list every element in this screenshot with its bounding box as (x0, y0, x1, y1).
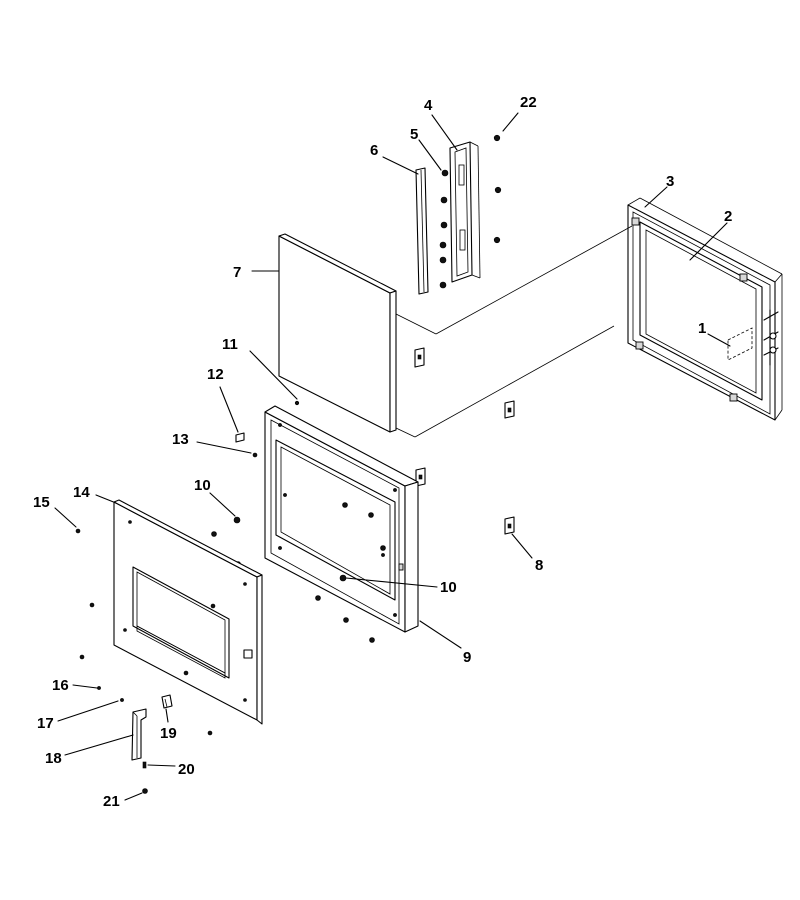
leader-lines (54, 112, 731, 801)
insulation-panel (278, 233, 397, 433)
label-9: 9 (463, 649, 471, 666)
alignment-lines (395, 225, 633, 438)
label-21: 21 (103, 793, 120, 810)
outer-door-panel (113, 499, 263, 725)
label-4: 4 (424, 97, 433, 114)
door-frame-assembly (627, 197, 783, 421)
label-1: 1 (698, 320, 706, 337)
bracket-screws (439, 169, 449, 289)
label-16: 16 (52, 677, 69, 694)
label-11: 11 (222, 336, 238, 353)
outer-panel-screws (75, 528, 213, 736)
handle-clip (161, 694, 173, 709)
label-2: 2 (724, 208, 732, 225)
frame-screws (493, 134, 502, 244)
label-7: 7 (233, 264, 241, 281)
callout-labels: 1 2 3 4 5 6 7 8 9 10 10 11 12 13 14 15 1… (33, 94, 732, 810)
label-18: 18 (45, 750, 62, 767)
label-14: 14 (73, 484, 90, 501)
label-20: 20 (178, 761, 195, 778)
inner-door-panel (264, 405, 419, 633)
hinge-bracket (449, 141, 481, 283)
label-10-upper: 10 (194, 477, 211, 494)
door-panel-screws (211, 502, 386, 643)
label-17: 17 (37, 715, 54, 732)
small-hardware (235, 400, 300, 458)
label-22: 22 (520, 94, 537, 111)
label-12: 12 (207, 366, 224, 383)
handle-fasteners (142, 761, 148, 794)
label-8: 8 (535, 557, 543, 574)
label-5: 5 (410, 126, 418, 143)
label-10-lower: 10 (440, 579, 457, 596)
label-19: 19 (160, 725, 177, 742)
label-13: 13 (172, 431, 189, 448)
door-handle (131, 708, 147, 761)
door-side-trim (415, 167, 429, 295)
spacer-pads (414, 347, 515, 535)
label-3: 3 (666, 173, 674, 190)
label-6: 6 (370, 142, 378, 159)
label-15: 15 (33, 494, 50, 511)
